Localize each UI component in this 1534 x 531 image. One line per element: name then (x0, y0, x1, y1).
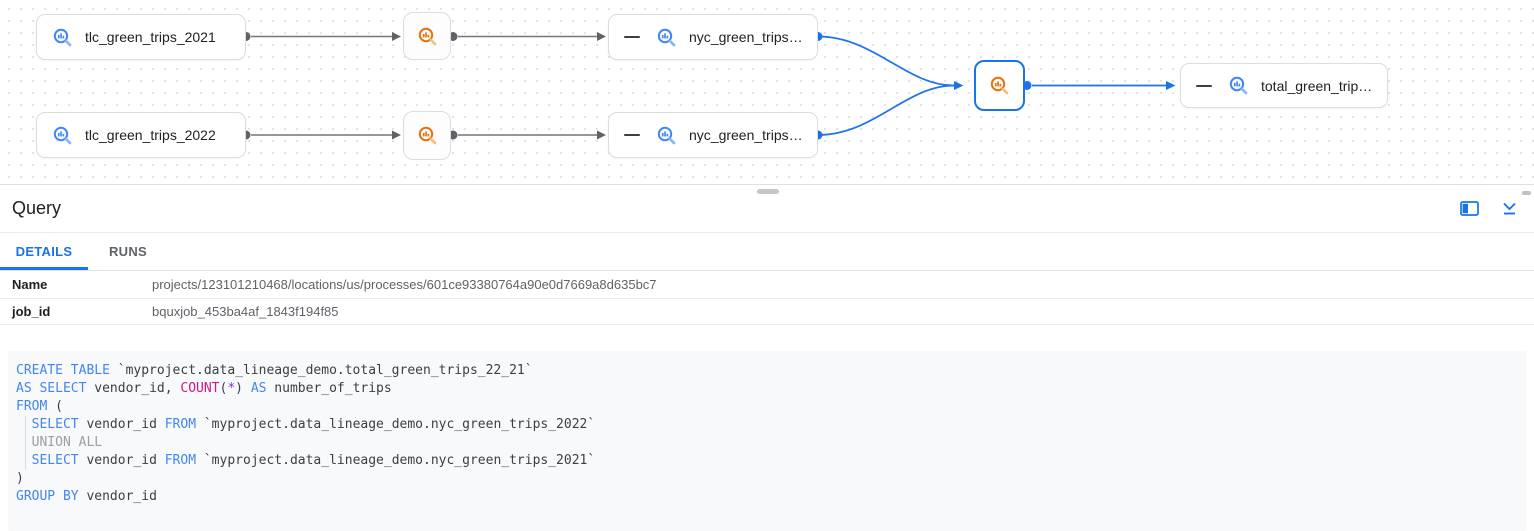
lineage-edges (241, 32, 1176, 140)
scrollbar-thumb[interactable] (1522, 191, 1531, 195)
process-node-query-bottom[interactable] (403, 111, 451, 160)
node-label: tlc_green_trips_2022 (85, 127, 216, 143)
panel-tabs: DETAILS RUNS (0, 233, 1534, 271)
bigquery-table-icon (656, 125, 677, 146)
code-line: SELECT vendor_id FROM `myproject.data_li… (31, 453, 596, 468)
node-label: tlc_green_trips_2021 (85, 29, 216, 45)
table-node-total-green-trips[interactable]: total_green_trip… (1180, 63, 1388, 108)
process-node-query-selected[interactable] (974, 60, 1025, 111)
bigquery-query-icon (417, 125, 438, 146)
code-line: ) (16, 471, 24, 486)
collapse-panel-icon (1502, 202, 1516, 215)
code-line: FROM ( (16, 399, 63, 414)
detail-row-job-id: job_id bquxjob_453ba4af_1843f194f85 (0, 299, 1534, 325)
table-node-tlc-green-trips-2021[interactable]: tlc_green_trips_2021 (36, 14, 246, 60)
bigquery-table-icon (52, 125, 73, 146)
bigquery-query-icon (417, 26, 438, 47)
collapse-minus-icon[interactable] (624, 134, 640, 136)
process-node-query-top[interactable] (403, 12, 451, 60)
field-label: Name (12, 277, 48, 292)
query-details-panel: Query DETAILS RUNS Name projects/1231012… (0, 185, 1534, 531)
bigquery-query-icon (989, 75, 1010, 96)
table-node-tlc-green-trips-2022[interactable]: tlc_green_trips_2022 (36, 112, 246, 158)
lineage-graph[interactable]: tlc_green_trips_2021 tlc_green_trips_202… (0, 0, 1534, 185)
collapse-minus-icon[interactable] (1196, 84, 1212, 87)
node-label: nyc_green_trips… (689, 127, 803, 143)
open-side-panel-button[interactable] (1458, 198, 1480, 220)
tab-details[interactable]: DETAILS (0, 233, 88, 270)
tab-runs[interactable]: RUNS (108, 244, 148, 259)
bigquery-table-icon (52, 27, 73, 48)
panel-resize-handle[interactable] (757, 189, 779, 194)
code-line: CREATE TABLE `myproject.data_lineage_dem… (16, 363, 533, 378)
node-label: nyc_green_trips… (689, 29, 803, 45)
table-node-nyc-green-trips-top[interactable]: nyc_green_trips… (608, 14, 818, 60)
field-value: bquxjob_453ba4af_1843f194f85 (152, 304, 339, 319)
bigquery-table-icon (656, 27, 677, 48)
panel-header: Query (0, 185, 1534, 233)
panel-title: Query (12, 198, 62, 218)
collapse-minus-icon[interactable] (624, 36, 640, 38)
sql-code: CREATE TABLE `myproject.data_lineage_dem… (16, 362, 1518, 506)
field-value: projects/123101210468/locations/us/proce… (152, 277, 657, 292)
table-node-nyc-green-trips-bottom[interactable]: nyc_green_trips… (608, 112, 818, 158)
code-line: AS SELECT vendor_id, COUNT(*) AS number_… (16, 381, 392, 396)
detail-row-name: Name projects/123101210468/locations/us/… (0, 271, 1534, 299)
side-panel-icon (1459, 201, 1479, 216)
indent-guide (25, 416, 26, 470)
code-line: SELECT vendor_id FROM `myproject.data_li… (31, 417, 596, 432)
field-label: job_id (12, 304, 51, 319)
code-line: GROUP BY vendor_id (16, 489, 157, 504)
code-line: UNION ALL (31, 435, 103, 450)
bigquery-table-icon (1228, 75, 1249, 96)
sql-code-block: CREATE TABLE `myproject.data_lineage_dem… (8, 351, 1526, 531)
node-label: total_green_trip… (1261, 77, 1373, 94)
collapse-panel-button[interactable] (1498, 198, 1520, 220)
